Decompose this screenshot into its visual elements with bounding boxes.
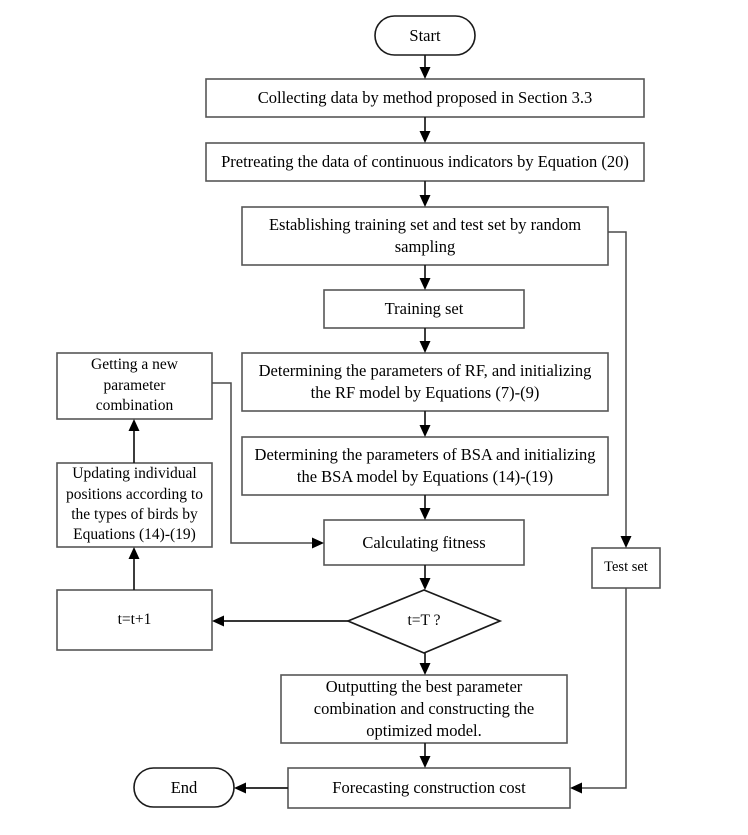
- edge-testset-to-forecasting: [577, 588, 627, 789]
- arrowhead-decision-to-outputting: [419, 663, 431, 675]
- node-shape-getting-new-param: [56, 352, 213, 420]
- node-shape-training-set: [323, 289, 525, 329]
- arrowhead-start-to-collecting: [419, 67, 431, 79]
- arrowhead-pretreating-to-establishing: [419, 195, 431, 207]
- arrowhead-testset-to-forecasting: [570, 782, 582, 794]
- arrowhead-decision-to-tincrement: [212, 615, 224, 627]
- arrowhead-getting-to-fitness: [312, 537, 324, 549]
- arrowhead-establishing-to-training: [419, 278, 431, 290]
- node-shape-establishing: [241, 206, 609, 266]
- node-shape-decision-t: [345, 589, 503, 654]
- arrowhead-collecting-to-pretreating: [419, 131, 431, 143]
- arrowhead-rf-to-bsa: [419, 425, 431, 437]
- arrowhead-tincrement-to-updating: [128, 547, 140, 559]
- node-shape-pretreating: [205, 142, 645, 182]
- arrowhead-training-to-rf: [419, 341, 431, 353]
- node-shape-t-increment: [56, 589, 213, 651]
- node-shape-determining-rf: [241, 352, 609, 412]
- edge-establishing-to-testset: [608, 231, 627, 541]
- node-shape-forecasting: [287, 767, 571, 809]
- node-shape-outputting: [280, 674, 568, 744]
- node-shape-end: [133, 767, 235, 808]
- arrowhead-updating-to-getting: [128, 419, 140, 431]
- node-shape-start: [374, 15, 476, 56]
- node-shape-test-set: [591, 547, 661, 589]
- node-shape-updating-positions: [56, 462, 213, 548]
- arrowhead-establishing-to-testset: [620, 536, 632, 548]
- edge-getting-to-fitness: [212, 382, 317, 544]
- arrowhead-bsa-to-fitness: [419, 508, 431, 520]
- node-shape-calculating-fitness: [323, 519, 525, 566]
- arrowhead-forecasting-to-end: [234, 782, 246, 794]
- node-shape-determining-bsa: [241, 436, 609, 496]
- arrowhead-fitness-to-decision: [419, 578, 431, 590]
- arrowhead-outputting-to-forecasting: [419, 756, 431, 768]
- node-shape-collecting-data: [205, 78, 645, 118]
